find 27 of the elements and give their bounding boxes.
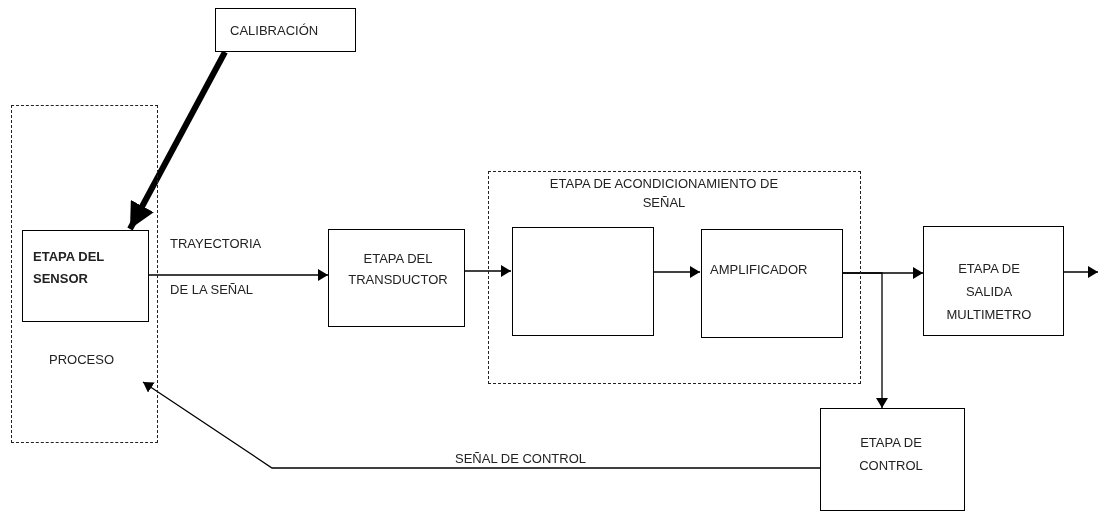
arrow [652,266,701,278]
box-label: AMPLIFICADOR [710,261,808,279]
process-box [328,229,465,327]
edge-label: SEÑAL DE CONTROL [455,450,586,468]
arrow [1063,266,1099,278]
dashed-group-box [11,105,158,443]
process-box [215,8,356,52]
box-label: ETAPA DE SALIDA MULTIMETRO [945,260,1033,324]
arrow [464,265,512,277]
dashed-group-box [488,171,861,384]
signal-path-label: TRAYECTORIA [170,235,262,253]
empty-box [512,227,654,336]
box-label: ETAPA DEL SENSOR [33,248,106,288]
process-box [701,229,843,338]
box-label: CALIBRACIÓN [230,22,319,40]
arrow [127,50,228,231]
process-box [923,226,1064,336]
arrow [841,272,888,409]
arrow [147,269,329,281]
box-label: ETAPA DE CONTROL [858,434,924,475]
process-box [820,408,965,511]
group-label: PROCESO [49,351,114,369]
arrow [142,381,821,469]
box-label: ETAPA DEL TRANSDUCTOR [347,250,449,289]
signal-path-label: DE LA SEÑAL [170,281,254,299]
process-box [22,230,149,322]
group-label: ETAPA DE ACONDICIONAMIENTO DE SEÑAL [548,175,780,212]
